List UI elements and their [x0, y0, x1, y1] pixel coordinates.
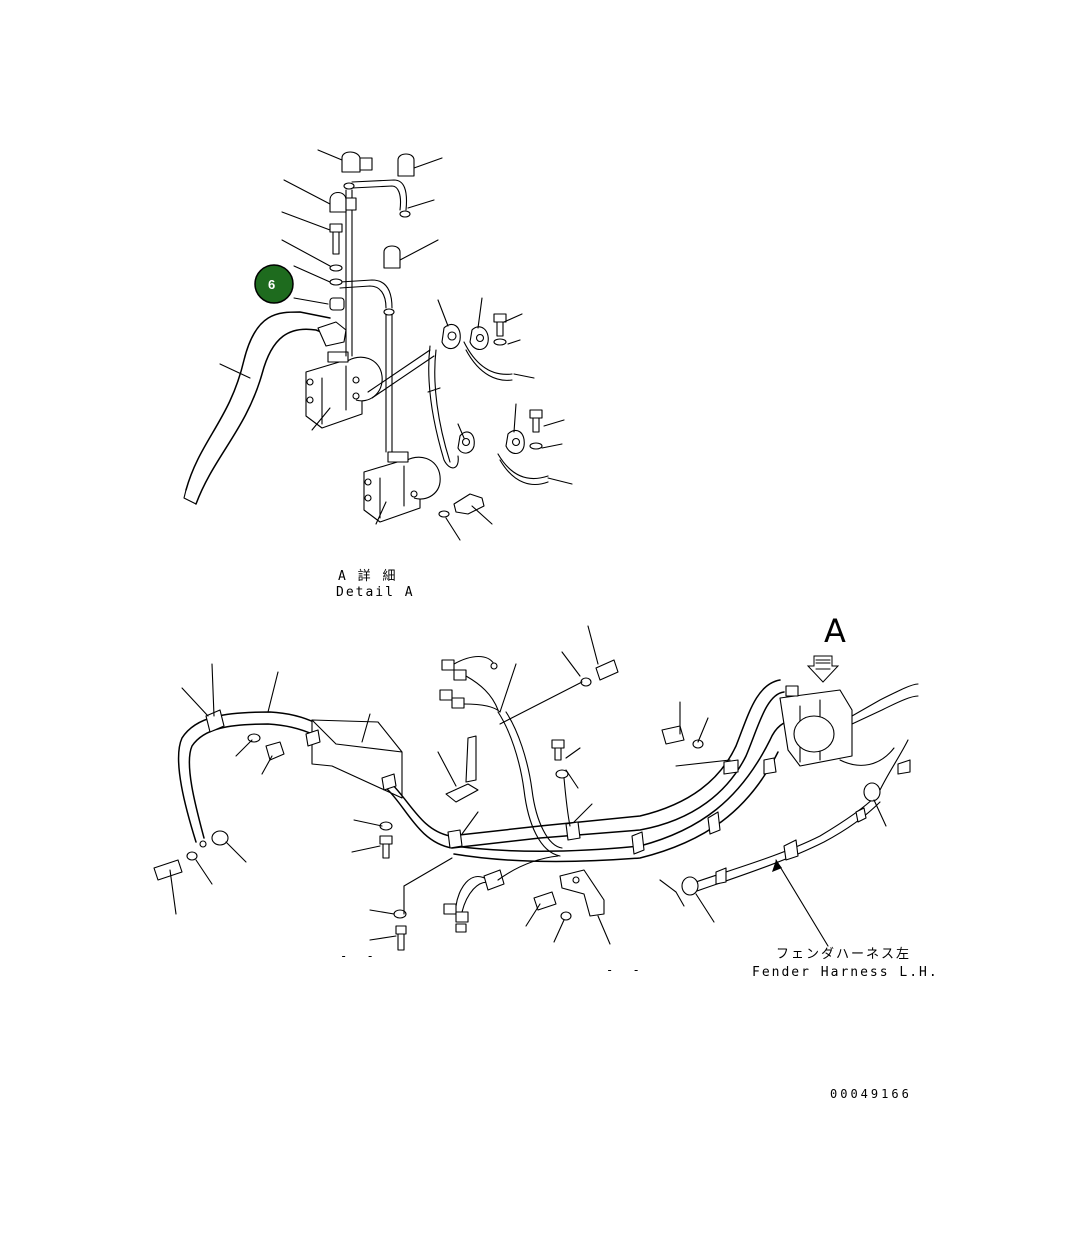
detail-label-jp: A 詳 細	[338, 568, 397, 584]
callout-6-circle[interactable]	[254, 264, 294, 304]
detail-label-en: Detail A	[336, 585, 415, 600]
ground-strap-upper	[441, 313, 513, 381]
lower-valve	[363, 451, 441, 523]
callout-6[interactable]: 6	[254, 264, 294, 304]
right-connector-unit	[779, 683, 919, 767]
connector-cluster-top	[439, 655, 501, 713]
upper-valve	[305, 351, 383, 429]
fender-harness-label-en: Fender Harness L.H.	[752, 965, 939, 980]
detail-a-drawing	[183, 149, 573, 541]
drawing-number: 00049166	[830, 1087, 912, 1101]
callout-6-number: 6	[268, 277, 275, 292]
main-harness-drawing	[153, 625, 919, 951]
fender-harness-label-jp: フェンダハーネス左	[776, 947, 911, 962]
ground-strap-lower	[438, 409, 549, 518]
view-marker-label: A	[824, 612, 846, 650]
dash-mark-right: - -	[606, 963, 646, 977]
hardware	[153, 659, 704, 951]
dash-mark-left: - -	[340, 949, 380, 963]
view-arrow-a	[806, 655, 840, 683]
fender-harness	[659, 739, 911, 907]
